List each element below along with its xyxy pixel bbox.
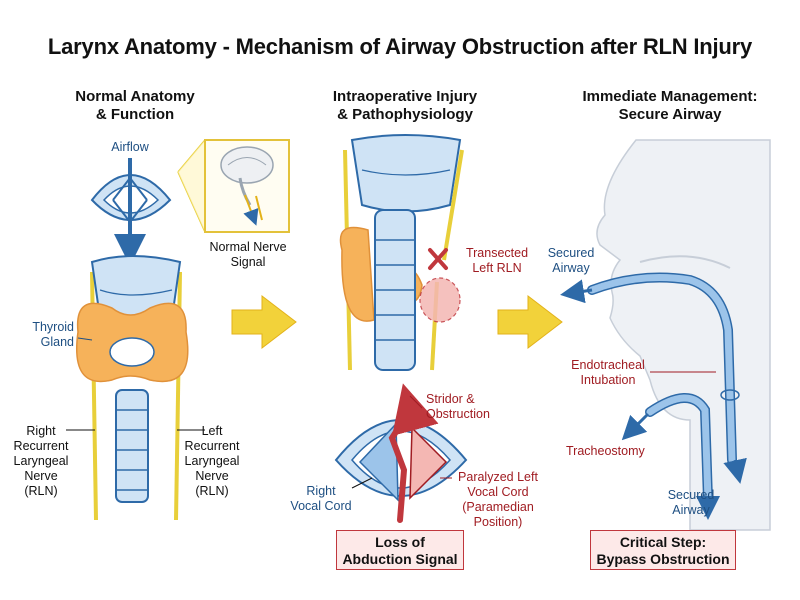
label-stridor: Stridor & Obstruction xyxy=(426,392,516,422)
box-critical-step: Critical Step: Bypass Obstruction xyxy=(590,530,736,570)
paralyzed-glottis-view xyxy=(334,383,468,523)
heading-management-line2: Secure Airway xyxy=(618,106,722,123)
label-right-rln-line4: Nerve xyxy=(24,469,58,483)
endotracheal-tube xyxy=(560,272,747,484)
tracheostomy-tube xyxy=(621,371,720,520)
label-left-rln-line2: Recurrent xyxy=(184,439,240,453)
label-right-cord-line2: Vocal Cord xyxy=(290,499,352,513)
heading-injury-line2: & Pathophysiology xyxy=(337,106,473,123)
label-secured-bottom-line1: Secured xyxy=(667,488,715,502)
label-paralyzed-line4: Position) xyxy=(473,515,523,529)
injured-larynx xyxy=(339,134,464,371)
label-right-rln-line5: (RLN) xyxy=(24,484,58,498)
label-transected-line1: Transected xyxy=(465,246,529,260)
heading-injury-line1: Intraoperative Injury xyxy=(332,88,478,105)
box-critical-line1: Critical Step: xyxy=(619,534,707,550)
label-airflow: Airflow xyxy=(111,140,149,154)
label-secured-airway-top: Secured Airway xyxy=(536,246,606,276)
heading-management-line1: Immediate Management: xyxy=(582,88,758,105)
label-secured-top-line1: Secured xyxy=(547,246,595,260)
label-stridor-line2: Obstruction xyxy=(426,407,490,421)
box-loss-line1: Loss of xyxy=(375,534,425,550)
label-paralyzed-line3: (Paramedian xyxy=(462,500,534,514)
label-left-rln-line3: Laryngeal xyxy=(184,454,240,468)
label-right-rln: Right Recurrent Laryngeal Nerve (RLN) xyxy=(6,424,76,499)
progress-arrow-2 xyxy=(497,294,563,350)
label-left-rln-line5: (RLN) xyxy=(195,484,229,498)
heading-normal: Normal Anatomy & Function xyxy=(40,88,230,124)
label-right-cord-line1: Right xyxy=(306,484,336,498)
diagram-title: Larynx Anatomy - Mechanism of Airway Obs… xyxy=(47,34,753,59)
label-left-rln-line4: Nerve xyxy=(195,469,229,483)
label-paralyzed-line2: Vocal Cord xyxy=(467,485,529,499)
label-stridor-line1: Stridor & xyxy=(426,392,475,406)
label-right-rln-line1: Right xyxy=(26,424,56,438)
label-left-rln: Left Recurrent Laryngeal Nerve (RLN) xyxy=(176,424,248,499)
label-endotracheal-intubation: Endotracheal Intubation xyxy=(562,358,654,388)
label-thyroid-line1: Thyroid xyxy=(32,320,74,334)
progress-arrow-1 xyxy=(231,294,297,350)
box-loss-of-abduction: Loss of Abduction Signal xyxy=(336,530,464,570)
label-normal-nerve-signal-line1: Normal Nerve xyxy=(209,240,287,254)
label-secured-bottom-line2: Airway xyxy=(672,503,710,517)
heading-injury: Intraoperative Injury & Pathophysiology xyxy=(305,88,505,124)
label-left-rln-line1: Left xyxy=(201,424,223,438)
label-thyroid-gland: Thyroid Gland xyxy=(14,320,74,350)
normal-larynx xyxy=(66,255,205,521)
label-paralyzed-cord: Paralyzed Left Vocal Cord (Paramedian Po… xyxy=(446,470,550,530)
label-secured-top-line2: Airway xyxy=(552,261,590,275)
box-loss-line2: Abduction Signal xyxy=(342,551,458,567)
label-tracheostomy: Tracheostomy xyxy=(566,444,645,458)
brain-inset xyxy=(177,139,290,233)
label-normal-nerve-signal-line2: Signal xyxy=(230,255,266,269)
label-thyroid-line2: Gland xyxy=(40,335,74,349)
box-critical-line2: Bypass Obstruction xyxy=(596,551,730,567)
label-secured-airway-bottom: Secured Airway xyxy=(656,488,726,518)
label-endotracheal-line2: Intubation xyxy=(580,373,636,387)
heading-normal-line2: & Function xyxy=(95,106,175,123)
label-right-vocal-cord: Right Vocal Cord xyxy=(286,484,356,514)
label-transected-line2: Left RLN xyxy=(472,261,522,275)
label-right-rln-line3: Laryngeal xyxy=(13,454,69,468)
label-transected-rln: Transected Left RLN xyxy=(452,246,542,276)
label-right-rln-line2: Recurrent xyxy=(13,439,69,453)
heading-management: Immediate Management: Secure Airway xyxy=(560,88,780,124)
head-neck-profile xyxy=(596,139,771,531)
label-paralyzed-line1: Paralyzed Left xyxy=(458,470,538,484)
heading-normal-line1: Normal Anatomy xyxy=(75,88,195,105)
label-normal-nerve-signal: Normal Nerve Signal xyxy=(198,240,298,270)
label-endotracheal-line1: Endotracheal xyxy=(571,358,645,372)
